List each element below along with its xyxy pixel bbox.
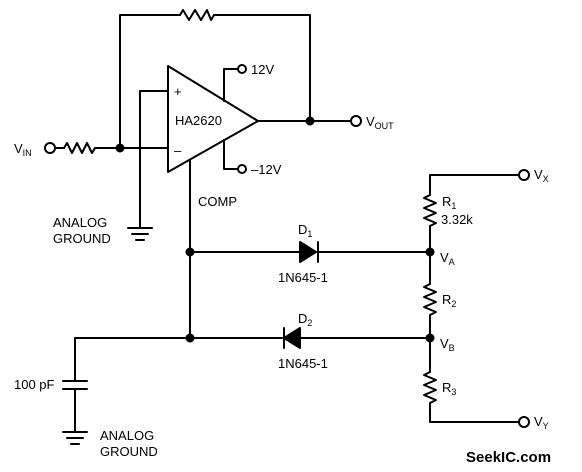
vb-label-base: V — [440, 336, 449, 351]
comp-label: COMP — [198, 194, 237, 209]
inverting-input-node — [115, 143, 125, 153]
resistor-r2 — [423, 283, 437, 316]
node-va — [425, 247, 435, 257]
neg-supply-terminal — [237, 164, 247, 174]
r1-label-sub: 1 — [451, 201, 456, 211]
watermark-text: SeekIC.com — [466, 449, 551, 466]
r2-label-base: R — [442, 292, 451, 307]
vin-label-sub: IN — [23, 148, 32, 158]
pos-supply-label: 12V — [251, 62, 274, 77]
r1-label-base: R — [442, 194, 451, 209]
analog-ground-symbol-bottom — [62, 431, 88, 445]
r3-label: R3 — [442, 380, 456, 397]
diode-d1 — [299, 241, 317, 263]
input-resistor — [63, 142, 96, 154]
ground-top-label-line1: ANALOG — [53, 215, 107, 230]
resistor-r3 — [423, 371, 437, 404]
d1-label-base: D — [298, 222, 307, 237]
d2-label-base: D — [298, 311, 307, 326]
vy-label-base: V — [534, 414, 543, 429]
noninverting-input-wire — [139, 90, 169, 229]
d1-part-label: 1N645-1 — [278, 270, 328, 285]
pos-supply-terminal — [237, 64, 247, 74]
vb-label-sub: B — [449, 343, 455, 353]
feedback-resistor — [179, 9, 215, 21]
vout-label-sub: OUT — [375, 121, 395, 131]
r3-label-sub: 3 — [451, 387, 456, 397]
vb-label: VB — [440, 336, 455, 353]
vy-label-sub: Y — [543, 421, 549, 431]
feedback-loop-wire — [119, 14, 311, 149]
opamp-part-label: HA2620 — [175, 113, 222, 128]
ground-bottom-label-line2: GROUND — [100, 444, 158, 459]
va-label-sub: A — [449, 257, 455, 267]
vx-terminal — [518, 169, 530, 181]
d1-label: D1 — [298, 222, 312, 239]
neg-supply-label: –12V — [251, 162, 282, 177]
resistor-r1 — [423, 194, 437, 227]
diode-d2 — [283, 327, 301, 349]
d2-label: D2 — [298, 311, 312, 328]
vy-terminal — [518, 416, 530, 428]
vin-label-base: V — [14, 141, 23, 156]
vx-wire — [429, 174, 520, 196]
vx-label-base: V — [534, 167, 543, 182]
vy-wire — [429, 402, 520, 423]
output-node — [305, 116, 315, 126]
opamp-minus-sign: – — [174, 143, 182, 158]
pos-supply-wire — [223, 68, 239, 102]
vy-label: VY — [534, 414, 549, 431]
d1-label-sub: 1 — [307, 229, 312, 239]
r1-value-label: 3.32k — [441, 212, 473, 227]
opamp-body — [167, 65, 259, 173]
vx-label: VX — [534, 167, 549, 184]
r2-label: R2 — [442, 292, 456, 309]
neg-supply-wire — [223, 139, 239, 170]
node-vb — [425, 333, 435, 343]
ground-top-label-line2: GROUND — [53, 231, 111, 246]
vin-label: VIN — [14, 141, 32, 158]
vout-label: VOUT — [366, 114, 394, 131]
va-label: VA — [440, 250, 455, 267]
va-label-base: V — [440, 250, 449, 265]
vx-label-sub: X — [543, 174, 549, 184]
vout-terminal — [350, 115, 362, 127]
d2-label-sub: 2 — [307, 318, 312, 328]
r1-label: R1 — [442, 194, 456, 211]
r2-label-sub: 2 — [451, 299, 456, 309]
r3-label-base: R — [442, 380, 451, 395]
vin-terminal — [44, 142, 56, 154]
opamp-plus-sign: + — [174, 84, 182, 99]
vout-label-base: V — [366, 114, 375, 129]
d2-part-label: 1N645-1 — [278, 356, 328, 371]
analog-ground-symbol-top — [127, 227, 153, 241]
capacitor-value-label: 100 pF — [14, 377, 55, 392]
ground-bottom-label-line1: ANALOG — [100, 428, 154, 443]
